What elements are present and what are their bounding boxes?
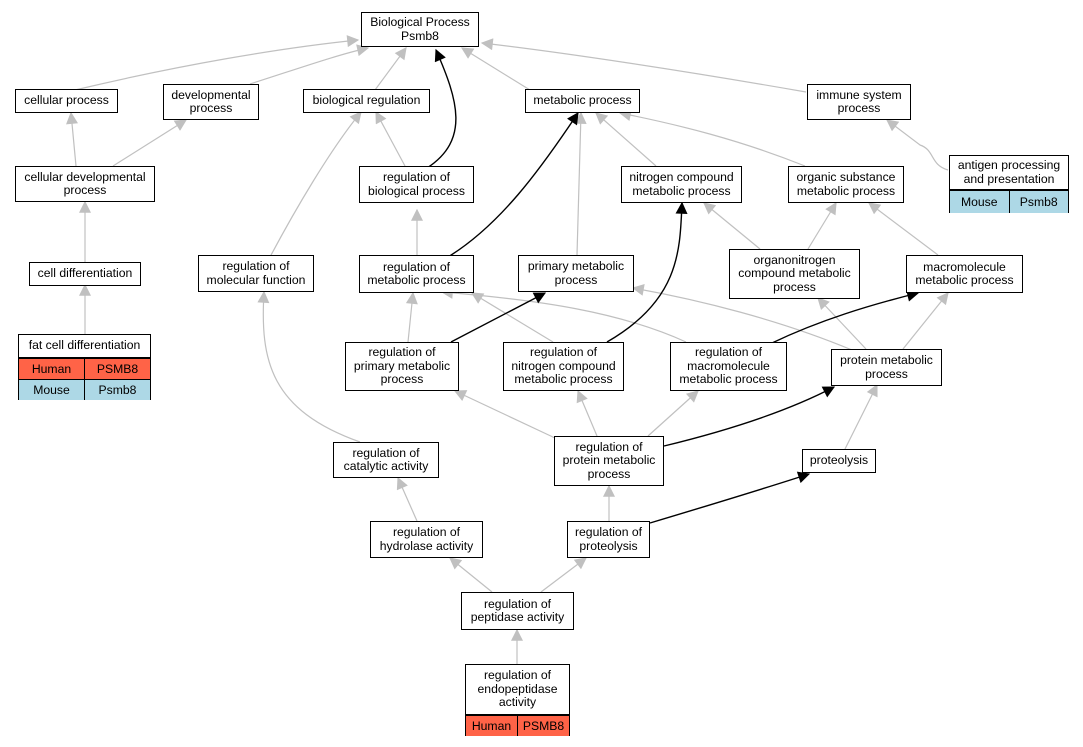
go-node-regulation-of-peptidase-activity[interactable]: regulation of peptidase activity bbox=[461, 592, 574, 630]
edge bbox=[74, 35, 360, 91]
go-node-regulation-of-metabolic-process[interactable]: regulation of metabolic process bbox=[359, 255, 474, 293]
gene-cell-psmb8: Psmb8 bbox=[1008, 191, 1068, 213]
go-node-regulation-of-proteolysis[interactable]: regulation of proteolysis bbox=[567, 521, 650, 558]
go-node-fat-cell-differentiation[interactable]: fat cell differentiation Human PSMB8 Mou… bbox=[18, 334, 151, 400]
go-node-cellular-developmental-process[interactable]: cellular developmental process bbox=[15, 166, 155, 202]
edge bbox=[112, 119, 188, 167]
edge-highlight bbox=[426, 48, 457, 169]
gene-cell-psmb8-human: PSMB8 bbox=[84, 359, 150, 379]
edge bbox=[449, 557, 493, 593]
edge bbox=[405, 291, 418, 343]
edge bbox=[453, 390, 556, 439]
edge bbox=[807, 201, 837, 250]
go-node-regulation-of-protein-metabolic-process[interactable]: regulation of protein metabolic process bbox=[554, 436, 664, 486]
go-node-regulation-of-hydrolase-activity[interactable]: regulation of hydrolase activity bbox=[370, 521, 483, 558]
edge bbox=[902, 292, 949, 350]
edge bbox=[257, 290, 361, 443]
edge bbox=[868, 202, 939, 256]
species-cell-human: Human bbox=[19, 359, 84, 379]
edge-highlight bbox=[649, 471, 811, 524]
go-node-nitrogen-compound-metabolic-process[interactable]: nitrogen compound metabolic process bbox=[621, 166, 742, 203]
go-node-regulation-of-primary-metabolic-process[interactable]: regulation of primary metabolic process bbox=[345, 342, 459, 391]
go-node-immune-system-process[interactable]: immune system process bbox=[807, 84, 911, 120]
edge bbox=[480, 38, 807, 93]
species-cell-human: Human bbox=[466, 716, 517, 736]
edge bbox=[886, 119, 949, 171]
edge-highlight bbox=[606, 201, 688, 343]
node-title: regulation of endopeptidase activity bbox=[466, 665, 569, 715]
go-node-regulation-of-molecular-function[interactable]: regulation of molecular function bbox=[198, 255, 314, 292]
edge bbox=[618, 109, 806, 167]
edge bbox=[595, 112, 657, 167]
edge-highlight bbox=[447, 112, 579, 258]
node-title: antigen processing and presentation bbox=[950, 156, 1068, 190]
go-node-biological-regulation[interactable]: biological regulation bbox=[303, 89, 430, 113]
edge bbox=[631, 283, 853, 351]
go-node-regulation-of-nitrogen-compound-metabolic-process[interactable]: regulation of nitrogen compound metaboli… bbox=[503, 342, 624, 391]
edge bbox=[844, 383, 878, 450]
go-node-primary-metabolic-process[interactable]: primary metabolic process bbox=[518, 255, 634, 292]
edge bbox=[647, 390, 699, 437]
go-node-regulation-of-catalytic-activity[interactable]: regulation of catalytic activity bbox=[333, 442, 439, 478]
edge bbox=[460, 47, 531, 91]
edge bbox=[440, 286, 687, 343]
go-node-regulation-of-macromolecule-metabolic-process[interactable]: regulation of macromolecule metabolic pr… bbox=[670, 342, 787, 391]
node-title: fat cell differentiation bbox=[19, 335, 150, 358]
edge-highlight bbox=[771, 289, 920, 344]
edge bbox=[574, 111, 587, 256]
edge bbox=[374, 47, 407, 91]
go-node-cell-differentiation[interactable]: cell differentiation bbox=[29, 262, 141, 286]
edge bbox=[66, 111, 78, 167]
edge bbox=[375, 110, 406, 167]
edge bbox=[540, 557, 587, 593]
go-node-developmental-process[interactable]: developmental process bbox=[163, 84, 259, 120]
edge bbox=[396, 476, 418, 522]
go-node-antigen-processing[interactable]: antigen processing and presentation Mous… bbox=[949, 155, 1069, 213]
go-node-biological-process-root[interactable]: Biological Process Psmb8 bbox=[361, 12, 479, 47]
species-cell-mouse: Mouse bbox=[19, 380, 84, 400]
gene-cell-psmb8-human: PSMB8 bbox=[517, 716, 569, 736]
go-node-protein-metabolic-process[interactable]: protein metabolic process bbox=[831, 349, 942, 386]
go-node-regulation-of-endopeptidase-activity[interactable]: regulation of endopeptidase activity Hum… bbox=[465, 664, 570, 736]
species-cell-mouse: Mouse bbox=[950, 191, 1009, 213]
edge bbox=[269, 111, 362, 258]
go-node-regulation-of-biological-process[interactable]: regulation of biological process bbox=[359, 166, 474, 203]
edge-highlight bbox=[450, 292, 547, 343]
edge bbox=[703, 202, 761, 250]
go-node-metabolic-process[interactable]: metabolic process bbox=[525, 89, 640, 113]
edge bbox=[470, 292, 554, 343]
gene-cell-psmb8-mouse: Psmb8 bbox=[84, 380, 150, 400]
edge bbox=[817, 297, 867, 350]
go-node-organic-substance-metabolic-process[interactable]: organic substance metabolic process bbox=[788, 166, 904, 203]
edge bbox=[249, 44, 370, 85]
go-node-macromolecule-metabolic-process[interactable]: macromolecule metabolic process bbox=[906, 255, 1023, 293]
edge bbox=[576, 389, 598, 437]
edge-highlight bbox=[663, 386, 836, 447]
go-node-organonitrogen-compound-metabolic-process[interactable]: organonitrogen compound metabolic proces… bbox=[729, 249, 860, 299]
go-node-cellular-process[interactable]: cellular process bbox=[15, 89, 118, 113]
go-node-proteolysis[interactable]: proteolysis bbox=[802, 449, 876, 473]
